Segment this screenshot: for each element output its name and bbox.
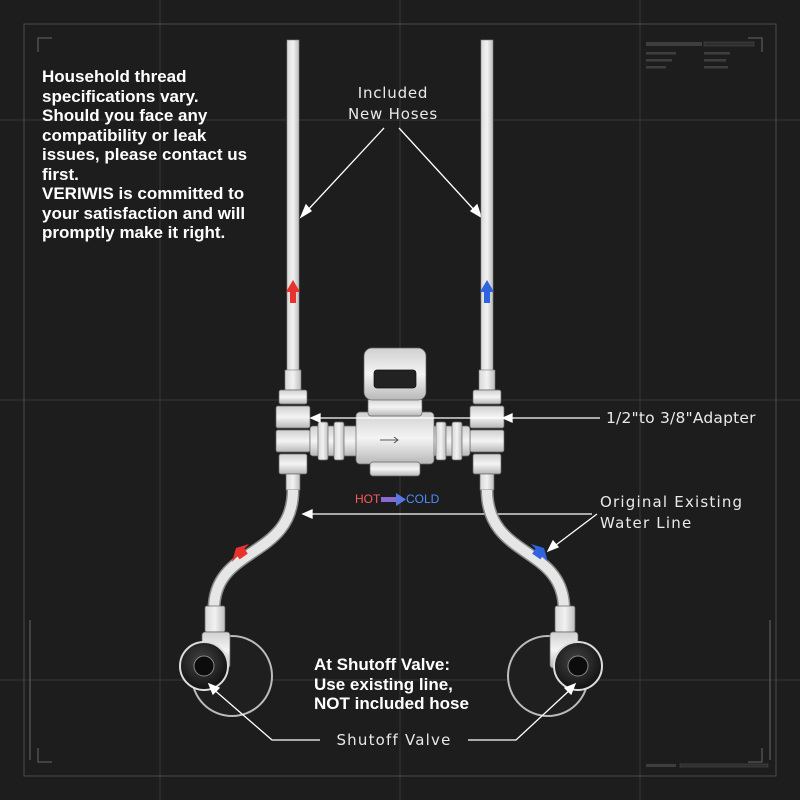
cold-line-flow-arrow-icon: [531, 544, 548, 562]
hot-line-flow-arrow-icon: [232, 544, 249, 562]
hot-to-cold-arrow-icon: [381, 493, 406, 506]
existing-line-pointer: [301, 508, 598, 553]
cold-flow-arrow-icon: [480, 280, 494, 303]
original-existing-water-line-label: Original Existing Water Line: [600, 493, 744, 532]
hot-label: HOT: [355, 492, 381, 506]
new-hoses-pointer-lines: [299, 127, 483, 219]
left-shutoff-valve: [179, 605, 273, 717]
compatibility-note: Household thread specifications vary. Sh…: [42, 67, 248, 242]
cold-label: COLD: [406, 492, 440, 506]
shutoff-valve-label: Shutoff Valve: [336, 731, 452, 749]
cold-existing-water-line: [480, 489, 571, 613]
shutoff-pointer-lines: [207, 682, 577, 741]
cold-supply-hose: [478, 39, 496, 391]
valve-direction-arrow-icon: [380, 436, 399, 444]
cold-adapter-fitting: [469, 389, 505, 491]
adapter-pointer-line: [309, 412, 600, 424]
title-block: [646, 41, 769, 768]
included-new-hoses-label: Included New Hoses: [347, 84, 438, 123]
shutoff-valve-note: At Shutoff Valve: Use existing line, NOT…: [314, 655, 469, 713]
blueprint-frame: [23, 23, 777, 777]
mixing-valve: [309, 347, 471, 477]
hot-existing-water-line: [207, 489, 300, 613]
hot-adapter-fitting: [275, 389, 311, 491]
right-shutoff-valve: [507, 605, 603, 717]
hot-flow-arrow-icon: [286, 280, 300, 303]
adapter-label: 1/2"to 3/8"Adapter: [606, 409, 756, 427]
